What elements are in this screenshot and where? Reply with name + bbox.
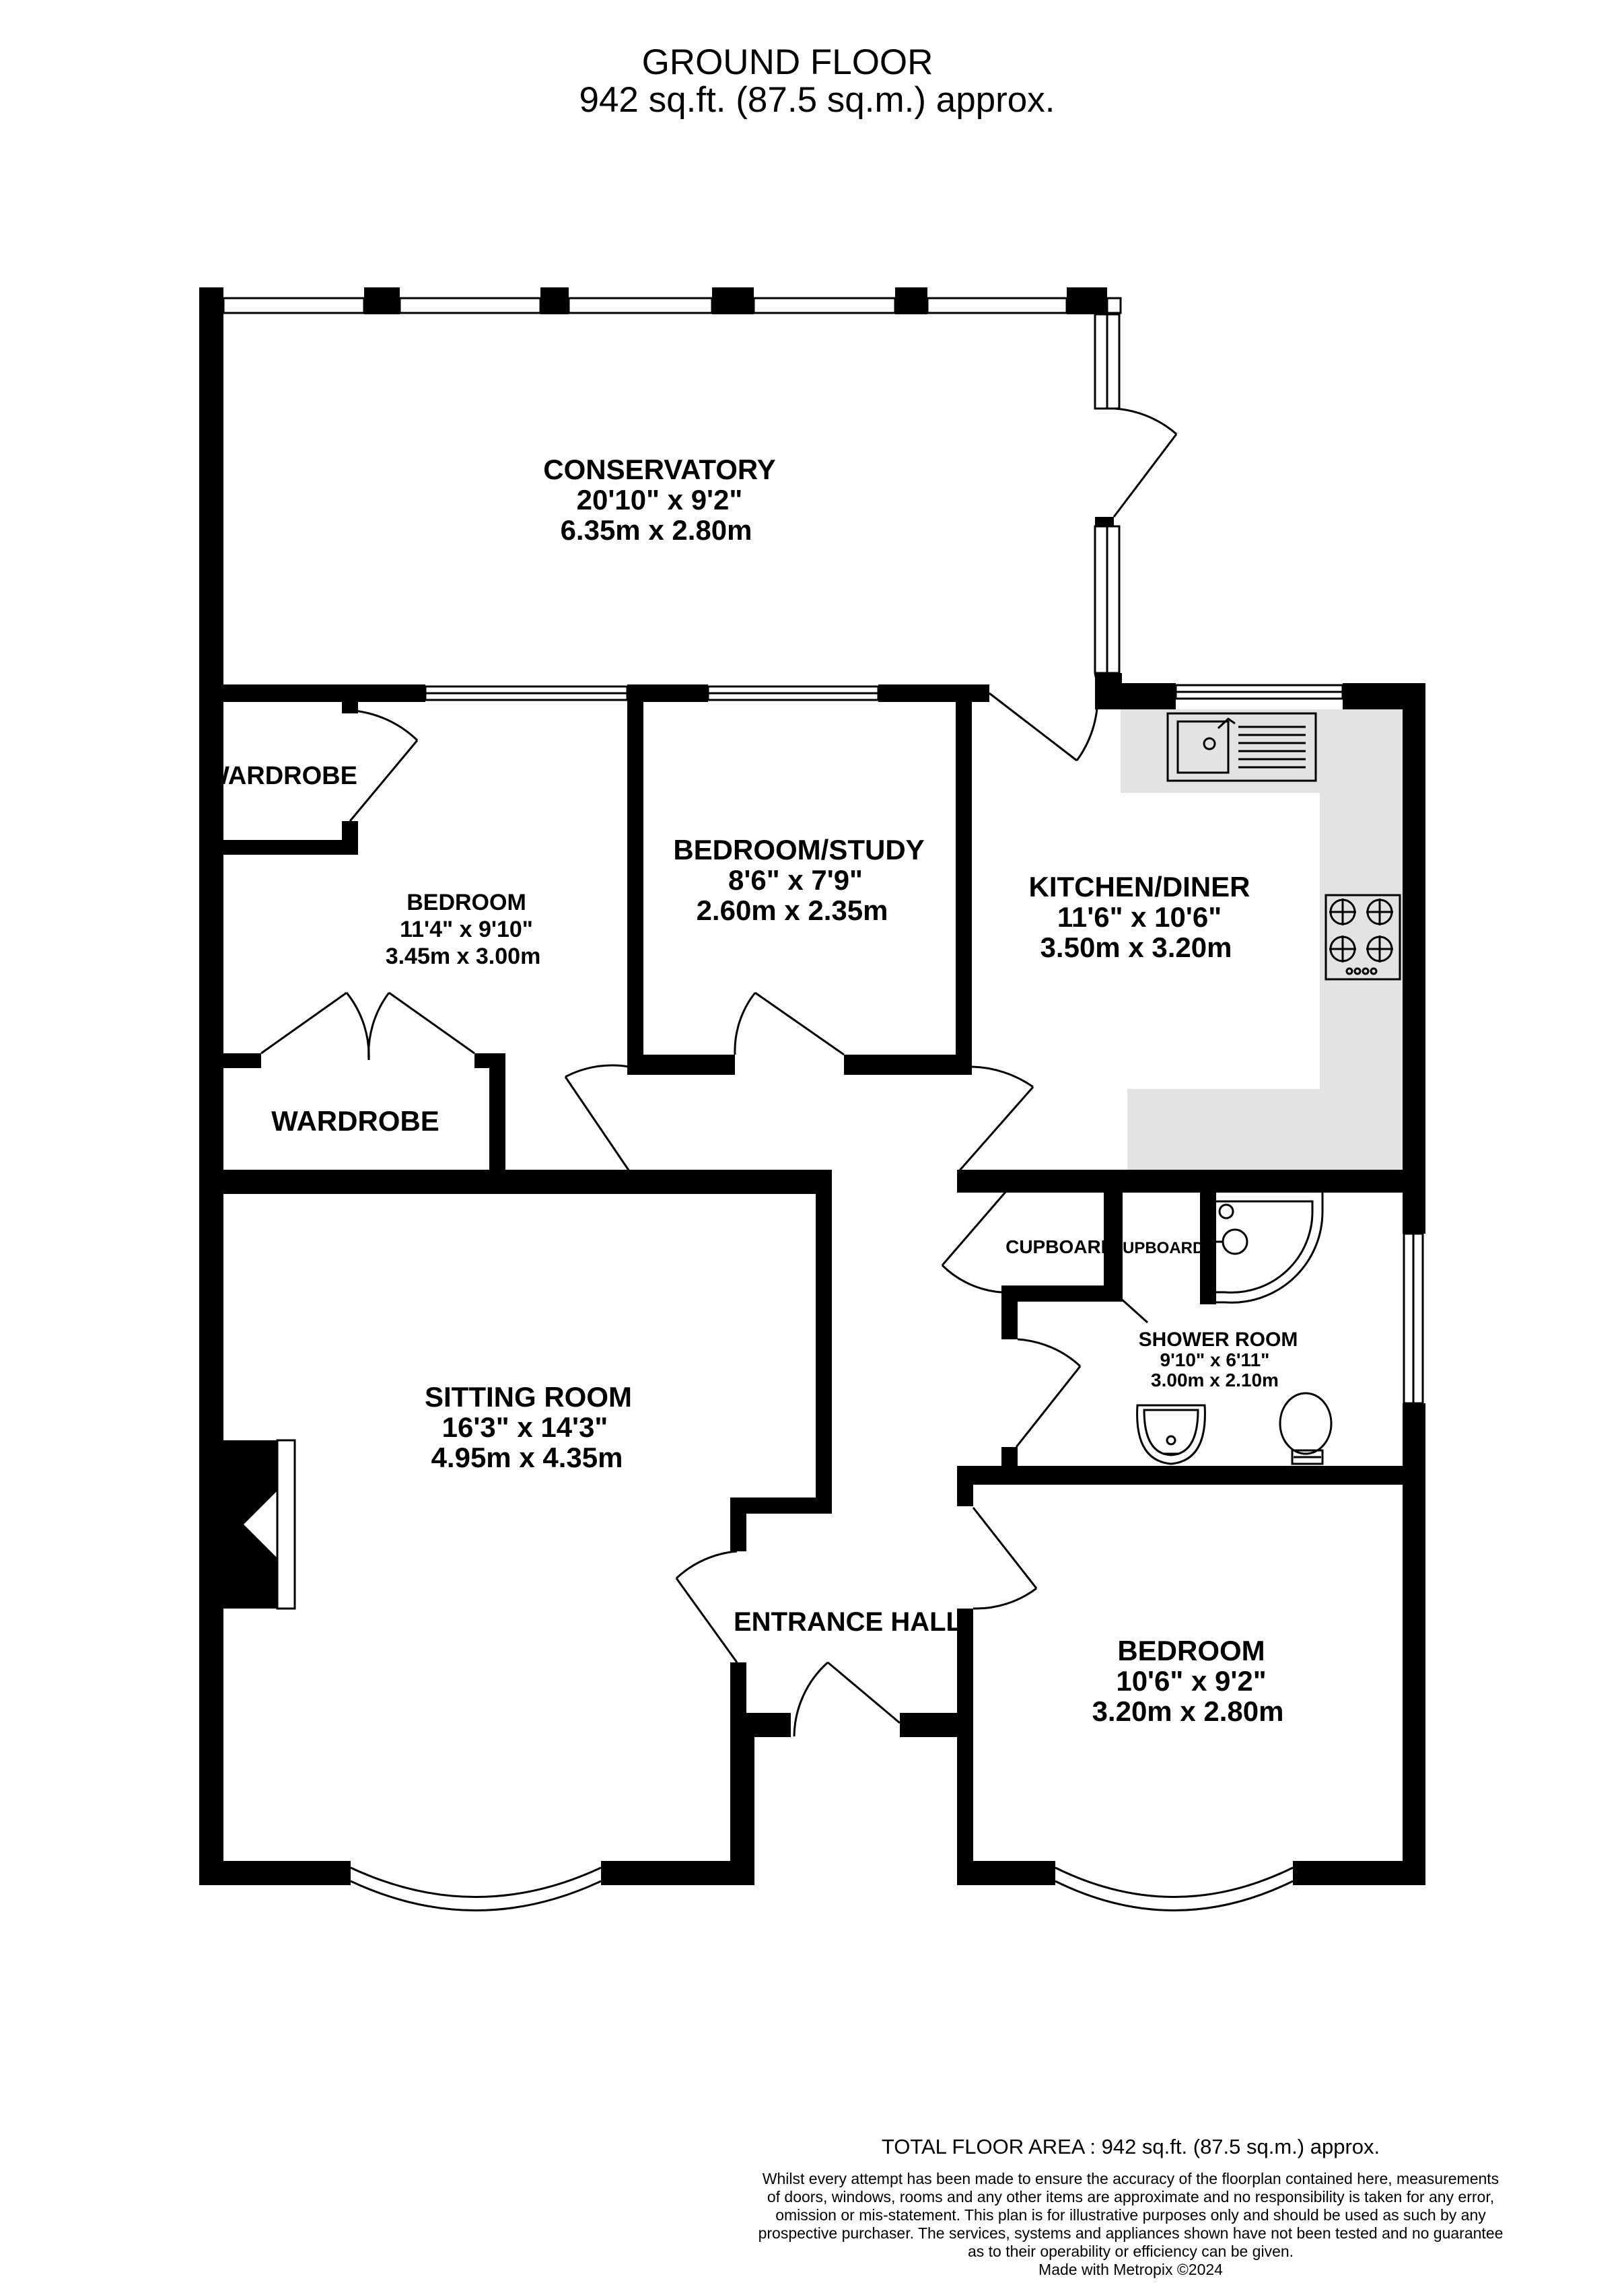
floor-area: 942 sq.ft. (87.5 sq.m.) approx. [579, 80, 1055, 120]
walls [199, 287, 1425, 1885]
room-name: SHOWER ROOM [1139, 1329, 1298, 1351]
room-cupboard-1: CUPBOARD [1005, 1236, 1115, 1257]
toilet-icon [1279, 1392, 1333, 1465]
basin-icon [1136, 1404, 1206, 1465]
kitchen-floor-shading [1121, 709, 1403, 1170]
doors [260, 407, 1178, 1737]
room-name: CONSERVATORY [543, 454, 775, 485]
room-size-imperial: 20'10" x 9'2" [577, 484, 743, 516]
room-entrance-hall: ENTRANCE HALL [734, 1607, 962, 1637]
room-name: CUPBOARD [1111, 1239, 1205, 1257]
room-conservatory: CONSERVATORY 20'10" x 9'2" 6.35m x 2.80m [543, 454, 775, 546]
room-size-metric: 3.45m x 3.00m [386, 944, 541, 969]
disclaimer-line: prospective purchaser. The services, sys… [758, 2224, 1504, 2242]
room-size-imperial: 8'6" x 7'9" [728, 864, 863, 896]
total-floor-area: TOTAL FLOOR AREA : 942 sq.ft. (87.5 sq.m… [882, 2135, 1380, 2158]
room-bedroom-study: BEDROOM/STUDY 8'6" x 7'9" 2.60m x 2.35m [673, 834, 924, 926]
room-size-metric: 3.20m x 2.80m [1092, 1695, 1284, 1727]
room-size-imperial: 11'4" x 9'10" [400, 917, 533, 942]
room-wardrobe-top: WARDROBE [205, 762, 357, 790]
room-name: BEDROOM [407, 890, 526, 915]
room-name: KITCHEN/DINER [1028, 871, 1250, 903]
room-name: WARDROBE [271, 1105, 439, 1137]
room-size-imperial: 11'6" x 10'6" [1057, 901, 1222, 933]
kitchen-sink-icon [1166, 712, 1317, 782]
room-shower-room: SHOWER ROOM 9'10" x 6'11" 3.00m x 2.10m [1139, 1329, 1298, 1390]
room-size-imperial: 9'10" x 6'11" [1160, 1349, 1270, 1370]
room-size-metric: 2.60m x 2.35m [697, 894, 888, 926]
room-size-metric: 4.95m x 4.35m [431, 1442, 623, 1473]
room-bedroom-right: BEDROOM 10'6" x 9'2" 3.20m x 2.80m [1092, 1635, 1284, 1727]
room-name: WARDROBE [205, 762, 357, 790]
room-size-imperial: 10'6" x 9'2" [1116, 1665, 1266, 1697]
room-wardrobe-bottom: WARDROBE [271, 1105, 439, 1137]
disclaimer-line: omission or mis-statement. This plan is … [775, 2206, 1486, 2224]
room-size-metric: 6.35m x 2.80m [561, 514, 752, 546]
room-bedroom-left: BEDROOM 11'4" x 9'10" 3.45m x 3.00m [386, 890, 541, 969]
room-size-imperial: 16'3" x 14'3" [442, 1411, 608, 1443]
room-name: SITTING ROOM [425, 1381, 632, 1413]
room-sitting-room: SITTING ROOM 16'3" x 14'3" 4.95m x 4.35m [425, 1381, 632, 1473]
floor-title: GROUND FLOOR [642, 42, 933, 82]
room-name: CUPBOARD [1005, 1236, 1115, 1257]
room-kitchen-diner: KITCHEN/DINER 11'6" x 10'6" 3.50m x 3.20… [1028, 871, 1250, 963]
disclaimer-line: Whilst every attempt has been made to en… [763, 2170, 1499, 2187]
disclaimer-line: of doors, windows, rooms and any other i… [767, 2188, 1494, 2206]
room-size-metric: 3.00m x 2.10m [1151, 1370, 1279, 1390]
room-cupboard-2: CUPBOARD [1111, 1239, 1205, 1257]
room-name: ENTRANCE HALL [734, 1607, 962, 1637]
room-name: BEDROOM [1117, 1635, 1265, 1666]
fireplace [223, 1440, 277, 1609]
shower-icon [1203, 1190, 1324, 1304]
room-name: BEDROOM/STUDY [673, 834, 924, 866]
windows [222, 297, 1424, 1911]
hob-icon [1325, 894, 1401, 981]
disclaimer-line: as to their operability or efficiency ca… [968, 2243, 1294, 2260]
credit-text: Made with Metropix ©2024 [1038, 2261, 1223, 2278]
room-size-metric: 3.50m x 3.20m [1040, 931, 1232, 963]
